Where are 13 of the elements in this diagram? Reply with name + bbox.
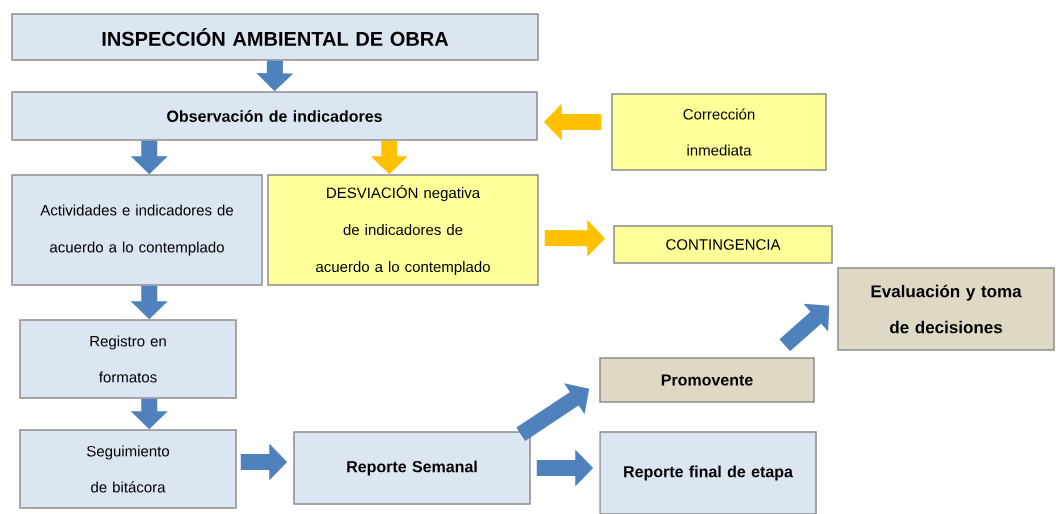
block-arrow [779, 303, 830, 352]
process-box: Promovente [599, 357, 815, 403]
process-box: INSPECCIÓN AMBIENTAL DE OBRA [11, 13, 539, 61]
process-box: Evaluación y toma de decisiones [837, 267, 1055, 351]
process-box: Corrección inmediata [611, 93, 827, 171]
process-box: Actividades e indicadores de acuerdo a lo contemplado [11, 174, 263, 286]
process-box: DESVIACIÓN negativa de indicadores de acuerdo a lo contemplado [267, 174, 539, 286]
process-box: Registro en formatos [19, 319, 237, 399]
process-box: Reporte final de etapa [599, 431, 817, 514]
process-box: Observación de indicadores [11, 91, 538, 141]
process-box: CONTINGENCIA [613, 225, 833, 264]
process-box: Reporte Semanal [293, 431, 531, 505]
process-box: Seguimiento de bitácora [19, 429, 237, 509]
